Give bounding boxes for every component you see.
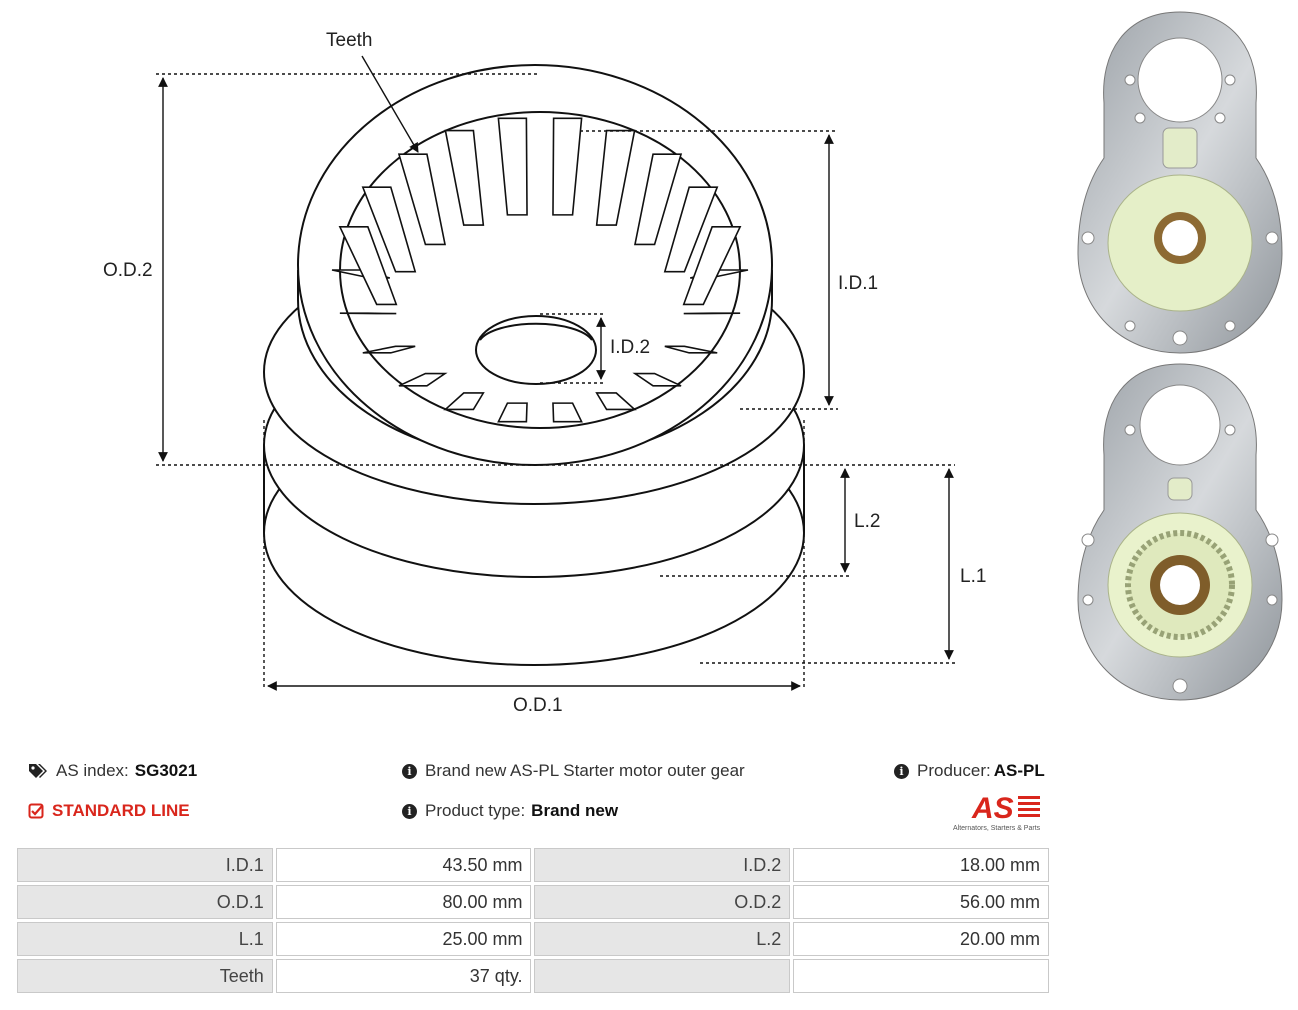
description-text: Brand new AS-PL Starter motor outer gear bbox=[425, 761, 745, 780]
gear-teeth bbox=[331, 117, 749, 423]
gear-tooth bbox=[443, 392, 485, 411]
standard-line-text: STANDARD LINE bbox=[52, 801, 190, 820]
spec-value: 25.00 mm bbox=[275, 922, 532, 956]
gear-tooth bbox=[398, 372, 448, 387]
product-photo-top bbox=[1077, 11, 1283, 354]
gear-tooth bbox=[397, 153, 446, 246]
as-logo: AS Alternators, Starters & Parts bbox=[952, 790, 1054, 834]
product-type-value: Brand new bbox=[531, 801, 619, 820]
od1-label: O.D.1 bbox=[513, 695, 563, 716]
l2-label: L.2 bbox=[854, 511, 880, 532]
gear-tooth bbox=[552, 117, 583, 216]
spec-label: I.D.2 bbox=[534, 848, 791, 882]
gear-tooth bbox=[497, 117, 528, 216]
check-square-icon bbox=[28, 803, 44, 819]
center-hole bbox=[475, 315, 597, 385]
od2-label: O.D.2 bbox=[103, 260, 153, 281]
gear-tooth bbox=[632, 372, 682, 387]
gear-tooth bbox=[664, 345, 718, 354]
as-index-value: SG3021 bbox=[134, 761, 198, 780]
svg-text:AS: AS bbox=[971, 792, 1014, 825]
gear-tooth bbox=[497, 402, 528, 423]
spec-value: 80.00 mm bbox=[275, 885, 532, 919]
spec-value bbox=[793, 959, 1049, 993]
as-index-label: AS index: bbox=[56, 761, 129, 780]
gear-tooth bbox=[361, 186, 417, 273]
gear-tooth bbox=[634, 153, 683, 246]
teeth-label: Teeth bbox=[326, 30, 372, 51]
teeth-pointer-arrow bbox=[361, 55, 419, 153]
technical-drawing: Teeth O.D.2 I.D.1 I.D.2 L.2 L.1 O.D.1 bbox=[103, 30, 986, 716]
gear-tooth bbox=[595, 129, 636, 226]
tags-icon bbox=[29, 764, 47, 778]
product-type: i Product type: Brand new bbox=[402, 801, 618, 821]
product-description: i Brand new AS-PL Starter motor outer ge… bbox=[402, 761, 745, 781]
spec-label: L.2 bbox=[534, 922, 791, 956]
producer: i Producer: AS-PL bbox=[894, 761, 1045, 781]
gear-tooth bbox=[338, 226, 398, 306]
producer-value: AS-PL bbox=[993, 761, 1045, 780]
spec-value: 56.00 mm bbox=[793, 885, 1049, 919]
spec-value: 37 qty. bbox=[275, 959, 532, 993]
as-index: AS index: SG3021 bbox=[28, 761, 197, 781]
spec-value: 43.50 mm bbox=[275, 848, 532, 882]
as-logo-mark: AS Alternators, Starters & Parts bbox=[953, 792, 1041, 832]
gear-tooth bbox=[595, 392, 637, 411]
gear-tooth bbox=[663, 186, 719, 273]
spec-label: Teeth bbox=[17, 959, 273, 993]
product-photo-bottom bbox=[1077, 363, 1283, 701]
product-type-label: Product type: bbox=[425, 801, 526, 820]
l1-label: L.1 bbox=[960, 566, 986, 587]
spec-label: O.D.1 bbox=[17, 885, 273, 919]
spec-label: I.D.1 bbox=[17, 848, 273, 882]
gear-tooth bbox=[682, 226, 742, 306]
info-icon: i bbox=[402, 803, 417, 819]
gear-tooth bbox=[552, 402, 583, 423]
id2-label: I.D.2 bbox=[610, 337, 650, 358]
spec-value: 18.00 mm bbox=[793, 848, 1049, 882]
info-icon: i bbox=[402, 763, 417, 779]
id1-label: I.D.1 bbox=[838, 273, 878, 294]
spec-value: 20.00 mm bbox=[793, 922, 1049, 956]
gear-tooth bbox=[362, 345, 416, 354]
producer-label: Producer: bbox=[917, 761, 991, 780]
standard-line-badge: STANDARD LINE bbox=[28, 801, 190, 821]
logo-tagline: Alternators, Starters & Parts bbox=[953, 825, 1041, 832]
spec-label: L.1 bbox=[17, 922, 273, 956]
spec-label: O.D.2 bbox=[534, 885, 791, 919]
gear-tooth bbox=[444, 129, 485, 226]
info-icon: i bbox=[894, 763, 909, 779]
spec-label bbox=[534, 959, 791, 993]
